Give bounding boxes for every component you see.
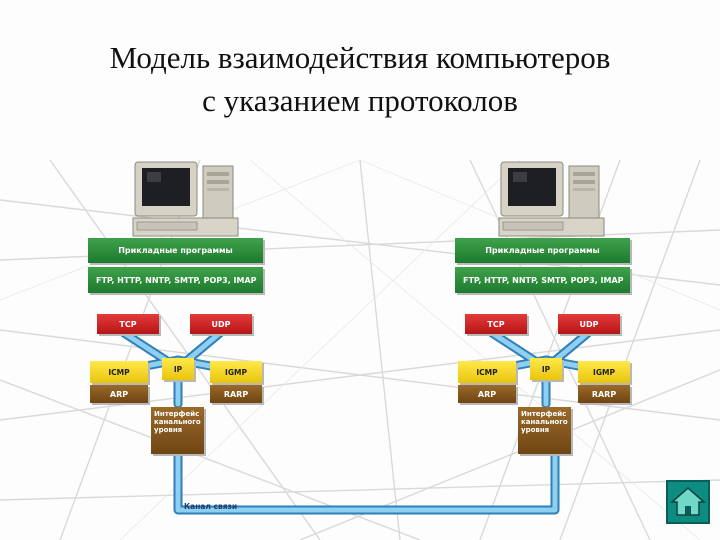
right-app-protocols-block: FTP, HTTP, NNTP, SMTP, POP3, IMAP: [455, 267, 630, 293]
left-igmp-block: IGMP: [210, 361, 262, 383]
right-icmp-block: ICMP: [458, 361, 516, 383]
desktop-computer-icon: [498, 161, 605, 237]
left-applications-block: Прикладные программы: [88, 238, 263, 263]
right-tcp-block: TCP: [465, 314, 527, 334]
right-ip-block: IP: [530, 358, 562, 380]
right-arp-block: ARP: [458, 385, 516, 403]
left-ip-block: IP: [162, 358, 194, 380]
left-tcp-block: TCP: [97, 314, 159, 334]
channel-label: Канал связи: [184, 502, 238, 511]
right-link-interface-block: Интерфейс канального уровня: [518, 407, 571, 454]
slide-title-line1: Модель взаимодействия компьютеров: [109, 40, 611, 75]
left-app-protocols-block: FTP, HTTP, NNTP, SMTP, POP3, IMAP: [88, 267, 263, 293]
home-button[interactable]: [666, 480, 710, 524]
right-igmp-block: IGMP: [578, 361, 630, 383]
right-rarp-block: RARP: [578, 385, 630, 403]
left-icmp-block: ICMP: [90, 361, 148, 383]
left-rarp-block: RARP: [210, 385, 262, 403]
left-link-interface-block: Интерфейс канального уровня: [151, 407, 204, 454]
right-udp-block: UDP: [558, 314, 620, 334]
left-arp-block: ARP: [90, 385, 148, 403]
desktop-computer-icon: [132, 161, 239, 237]
slide-title-line2: с указанием протоколов: [202, 83, 518, 118]
home-icon: [670, 487, 706, 516]
right-applications-block: Прикладные программы: [455, 238, 630, 263]
left-udp-block: UDP: [190, 314, 252, 334]
